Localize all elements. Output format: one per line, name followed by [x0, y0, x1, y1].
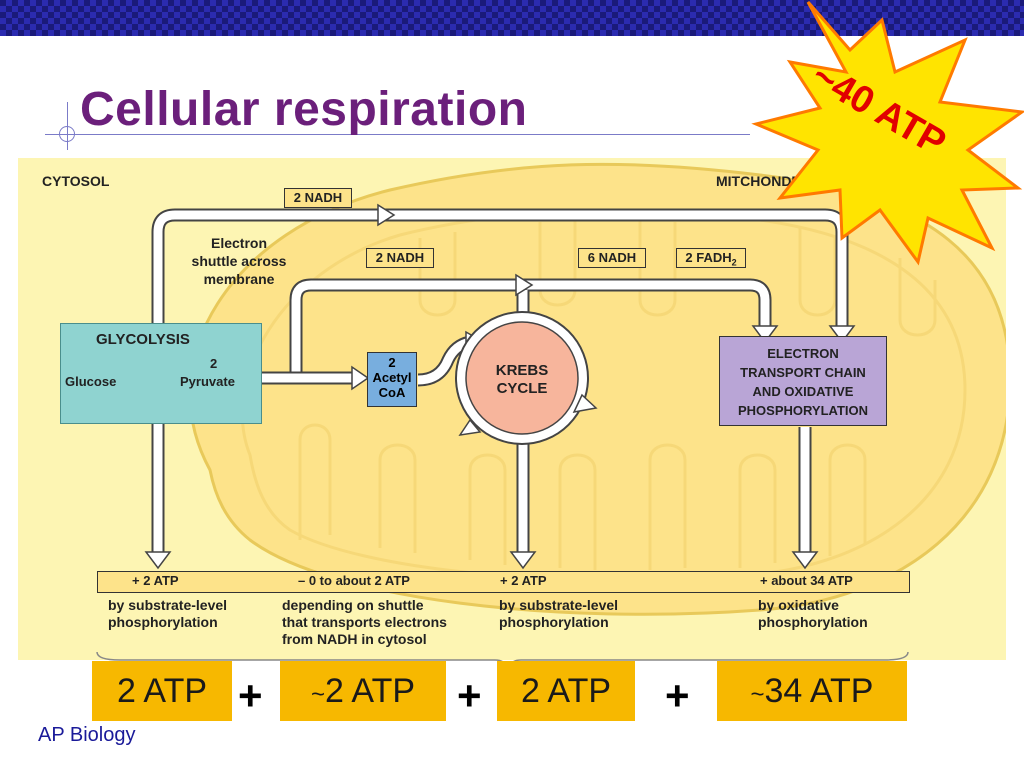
total-box-4: ~34 ATP — [717, 661, 907, 721]
atp-desc-2: depending on shuttle that transports ele… — [282, 597, 447, 648]
total-box-3: 2 ATP — [497, 661, 635, 721]
etc-line-3: AND OXIDATIVE — [752, 384, 854, 399]
mitochondrion-shape — [188, 162, 1006, 616]
footer-label: AP Biology — [38, 724, 136, 746]
glucose-label: Glucose — [65, 374, 117, 389]
atp-desc-4-line-1: by oxidative — [758, 597, 839, 613]
atp-desc-2-line-2: that transports electrons — [282, 614, 447, 630]
atp-value-1: + 2 ATP — [132, 573, 179, 588]
atp-value-2: – 0 to about 2 ATP — [298, 573, 410, 588]
atp-desc-2-line-3: from NADH in cytosol — [282, 631, 427, 647]
atp-desc-1-line-1: by substrate-level — [108, 597, 228, 613]
etc-line-2: TRANSPORT CHAIN — [740, 365, 866, 380]
total-box-4-tilde: ~ — [750, 681, 765, 708]
acetyl-line-1: 2 — [388, 355, 396, 370]
etc-line-4: PHOSPHORYLATION — [737, 403, 868, 418]
title-underline — [45, 134, 750, 135]
acetyl-line-2: Acetyl — [372, 370, 412, 385]
cytosol-label: CYTOSOL — [42, 173, 110, 189]
acetyl-line-3: CoA — [378, 385, 406, 400]
plus-sign-2: + — [457, 672, 482, 719]
tag-2-fadh2-subscript: 2 — [731, 257, 737, 268]
atp-desc-3: by substrate-level phosphorylation — [499, 597, 618, 631]
atp-desc-1: by substrate-level phosphorylation — [108, 597, 227, 631]
atp-desc-2-line-1: depending on shuttle — [282, 597, 424, 613]
atp-value-4: + about 34 ATP — [760, 573, 853, 588]
krebs-cycle-graphic — [455, 311, 598, 445]
atp-value-3: + 2 ATP — [500, 573, 547, 588]
arrowheads — [144, 203, 856, 570]
atp-desc-4-line-2: phosphorylation — [758, 614, 868, 630]
slide-title: Cellular respiration — [80, 83, 528, 136]
electron-shuttle-label: Electron shuttle across membrane — [174, 234, 304, 288]
shuttle-line-2: shuttle across — [191, 253, 287, 269]
shuttle-line-3: membrane — [203, 271, 275, 287]
total-box-2-tilde: ~ — [310, 681, 325, 708]
total-box-2-value: 2 ATP — [324, 672, 416, 710]
atp-desc-3-line-2: phosphorylation — [499, 614, 609, 630]
total-box-4-value: 34 ATP — [764, 672, 874, 710]
pyruvate-label: Pyruvate — [180, 374, 235, 389]
atp-desc-3-line-1: by substrate-level — [499, 597, 619, 613]
tag-2-nadh-mid: 2 NADH — [366, 248, 434, 268]
shuttle-line-1: Electron — [210, 235, 267, 251]
tag-2-nadh-top: 2 NADH — [284, 188, 352, 208]
total-box-1: 2 ATP — [92, 661, 232, 721]
etc-line-1: ELECTRON — [767, 346, 839, 361]
pyruvate-count: 2 — [210, 356, 218, 371]
tag-2-fadh2-text: 2 FADH — [685, 250, 732, 265]
glycolysis-box — [60, 323, 262, 424]
krebs-line-2: CYCLE — [496, 380, 548, 397]
glycolysis-title: GLYCOLYSIS — [96, 331, 190, 348]
acetyl-coa-box: 2 Acetyl CoA — [367, 352, 417, 407]
plus-sign-1: + — [238, 672, 263, 719]
plus-sign-3: + — [665, 672, 690, 719]
electron-transport-chain-box: ELECTRON TRANSPORT CHAIN AND OXIDATIVE P… — [719, 336, 887, 426]
tag-2-fadh2: 2 FADH2 — [676, 248, 746, 268]
mitochondrion-label: MITCHONDRION — [716, 173, 827, 189]
atp-desc-4: by oxidative phosphorylation — [758, 597, 868, 631]
atp-yield-bar — [97, 571, 910, 593]
krebs-line-1: KREBS — [495, 362, 549, 379]
tag-6-nadh: 6 NADH — [578, 248, 646, 268]
atp-desc-1-line-2: phosphorylation — [108, 614, 218, 630]
total-box-2: ~2 ATP — [280, 661, 446, 721]
krebs-cycle-label: KREBS CYCLE — [482, 362, 562, 398]
